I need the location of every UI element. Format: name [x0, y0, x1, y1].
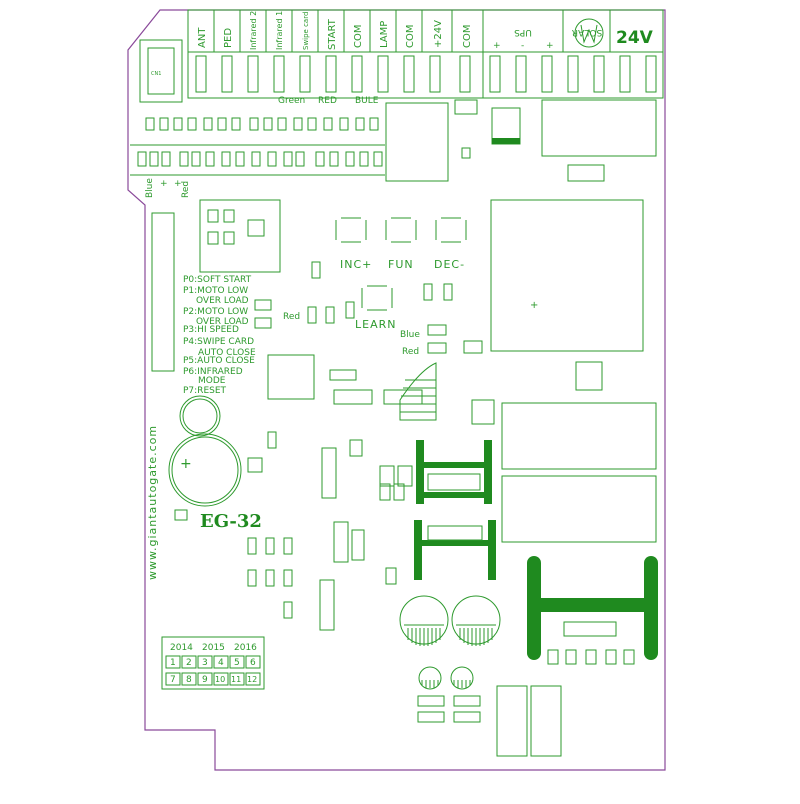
module-square — [199, 199, 281, 273]
svg-text:+: + — [530, 300, 538, 311]
program-line-7: AUTO CLOSE — [198, 348, 256, 358]
month-10: 10 — [215, 675, 225, 684]
model-label: EG-32 — [200, 511, 262, 532]
capacitor-pair — [399, 595, 501, 646]
terminal-label-infrared-2: Infrared 2 — [249, 11, 258, 50]
button-learn[interactable]: LEARN — [355, 285, 396, 331]
terminal-label-ant: ANT — [197, 27, 208, 48]
program-line-0: P0:SOFT START — [183, 275, 252, 285]
terminal-block: ANT PED Infrared 2 Infrared 1 Swipe card… — [187, 9, 664, 99]
fuse-2 — [530, 685, 562, 757]
led-label-green: Green — [278, 96, 305, 106]
inductor-upper — [416, 440, 492, 504]
board-outline — [127, 9, 666, 771]
terminal-label-start: START — [327, 18, 338, 50]
terminal-label-ped: PED — [223, 28, 234, 48]
relay-2 — [501, 475, 657, 543]
svg-text:+: + — [180, 456, 192, 472]
led-plus-2: + — [174, 179, 182, 189]
program-line-3: P2:MOTO LOW — [183, 307, 248, 317]
led-label-blue: Blue — [145, 178, 155, 198]
program-line-11: P7:RESET — [183, 386, 227, 396]
month-8: 8 — [186, 675, 192, 685]
button-fun[interactable]: FUN — [385, 217, 417, 271]
chip-microcontroller — [267, 354, 315, 400]
terminal-label-infrared-1: Infrared 1 — [275, 11, 284, 50]
month-4: 4 — [218, 658, 224, 668]
button-dec[interactable]: DEC- — [434, 217, 467, 271]
chip-upper-center — [385, 102, 449, 182]
program-line-9: P6:INFRARED — [183, 367, 243, 377]
bridge-rectifier — [490, 199, 644, 352]
month-2: 2 — [186, 658, 192, 668]
inductor-lower — [414, 520, 496, 580]
year-2015: 2015 — [202, 643, 225, 653]
capacitor-large: + — [168, 433, 242, 507]
svg-text:CN1: CN1 — [151, 71, 161, 77]
program-line-2: OVER LOAD — [196, 296, 249, 306]
program-line-5: P3:HI SPEED — [183, 325, 239, 335]
program-line-8: P5:AUTO CLOSE — [183, 356, 255, 366]
month-3: 3 — [202, 658, 208, 668]
button-fun-label: FUN — [388, 258, 414, 271]
solar-plus: + — [546, 41, 554, 51]
capacitor-small-pair — [418, 666, 474, 690]
capacitor-small — [179, 395, 221, 437]
led-label-red-lower: Red — [402, 347, 419, 357]
program-list: P0:SOFT START P1:MOTO LOW OVER LOAD P2:M… — [183, 275, 256, 396]
relay-1 — [501, 402, 657, 470]
button-learn-label: LEARN — [355, 318, 396, 331]
led-label-red-left: Red — [181, 181, 191, 198]
led-plus-1: + — [160, 179, 168, 189]
led-label-red: RED — [318, 96, 337, 106]
terminal-label-24v-power: 24V — [616, 28, 654, 48]
month-6: 6 — [250, 658, 256, 668]
website-text: www.giantautogate.com — [146, 425, 159, 580]
ups-plus: + — [493, 41, 501, 51]
heatsink — [399, 362, 437, 421]
button-inc-label: INC+ — [340, 258, 372, 271]
program-line-4: OVER LOAD — [196, 317, 249, 327]
month-11: 11 — [231, 675, 241, 684]
month-5: 5 — [234, 658, 240, 668]
month-1: 1 — [170, 658, 176, 668]
connector-strip-left — [151, 212, 175, 372]
terminal-label-ups: UPS — [514, 27, 532, 37]
led-label-blue-lower: Blue — [400, 330, 420, 340]
year-2016: 2016 — [234, 643, 257, 653]
led-label-red-mid: Red — [283, 312, 300, 322]
program-line-10: MODE — [198, 376, 226, 386]
month-7: 7 — [170, 675, 176, 685]
terminal-label-lamp: LAMP — [379, 21, 390, 48]
terminal-label-solar: SOLAR — [572, 27, 602, 37]
led-label-bule: BULE — [355, 96, 379, 106]
terminal-label-com-3: COM — [462, 25, 473, 48]
heatsink-h — [527, 556, 658, 660]
fuse-1 — [496, 685, 528, 757]
program-line-6: P4:SWIPE CARD — [183, 337, 254, 347]
ups-minus: - — [521, 41, 524, 51]
button-dec-label: DEC- — [434, 258, 465, 271]
year-2014: 2014 — [170, 643, 193, 653]
month-12: 12 — [247, 675, 257, 684]
terminal-label-com-1: COM — [353, 25, 364, 48]
terminal-label-24v: +24V — [433, 20, 444, 48]
program-line-1: P1:MOTO LOW — [183, 286, 248, 296]
month-9: 9 — [202, 675, 208, 685]
date-code-grid: 2014 2015 2016 1 2 3 4 5 6 7 8 9 10 11 1… — [161, 636, 265, 690]
terminal-label-com-2: COM — [405, 25, 416, 48]
relay-upper-right — [541, 99, 657, 157]
connector-left — [139, 39, 183, 103]
power-logo-icon — [574, 18, 604, 48]
button-inc[interactable]: INC+ — [335, 217, 372, 271]
led-row: Green RED BULE Blue Red + + — [130, 96, 385, 198]
terminal-label-swipe-card: Swipe card — [302, 12, 310, 50]
